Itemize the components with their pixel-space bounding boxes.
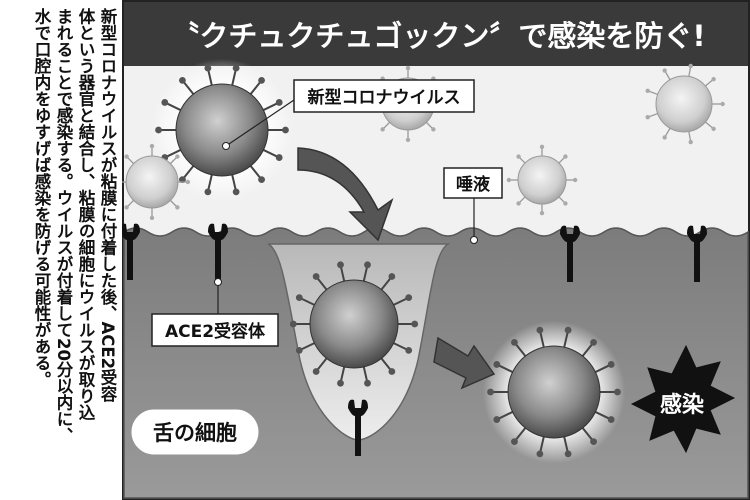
caption-line-4: 水で口腔内をゆすげば感染を防げる可能性がある。 <box>32 8 51 388</box>
saliva-leader-dot <box>470 236 478 244</box>
diagram-title: 〝クチュクチュゴックン〞で感染を防ぐ! <box>170 19 705 53</box>
caption-line-1: 新型コロナウイルスが粘膜に付着した後、ACE2受容 <box>98 8 117 403</box>
virus-leader <box>225 99 295 147</box>
receptor-leader-dot <box>214 278 222 286</box>
tongue-label-box <box>131 409 259 455</box>
receptor-3 <box>560 225 580 282</box>
receptor-1 <box>122 223 140 280</box>
title-bar <box>124 2 748 66</box>
infection-arrow <box>433 336 496 390</box>
saliva-label-box <box>443 167 503 199</box>
infection-diagram: 〝クチュクチュゴックン〞で感染を防ぐ! 感染 新型コロナウイルス 唾液 ACE2… <box>122 0 750 500</box>
entry-arrow <box>297 147 394 242</box>
receptor-4 <box>687 225 707 282</box>
caption-block: 新型コロナウイルスが粘膜に付着した後、ACE2受容 体という器官と結合し、粘膜の… <box>0 0 122 500</box>
receptor-pit <box>348 399 368 456</box>
virus-main-icon <box>150 58 294 202</box>
virus-entering-icon <box>289 261 419 387</box>
virus-bg-1-icon <box>122 143 191 221</box>
tongue-cell-label: 舌の細胞 <box>153 421 237 445</box>
caption-line-3: まれることで感染する。ウイルスが付着して20分以内に、 <box>54 8 73 444</box>
diagram-canvas: 〝クチュクチュゴックン〞で感染を防ぐ! 感染 新型コロナウイルス 唾液 ACE2… <box>122 0 750 500</box>
receptor-label: ACE2受容体 <box>165 321 266 342</box>
caption-line-2: 体という器官と結合し、粘膜の細胞にウイルスが取り込 <box>76 8 95 421</box>
virus-infecting-icon <box>482 320 626 464</box>
virus-leader-dot <box>222 142 230 150</box>
infection-label: 感染 <box>660 392 704 418</box>
infection-burst <box>630 344 736 454</box>
virus-layer <box>122 58 725 464</box>
receptor-2 <box>208 223 228 280</box>
receptor-label-box <box>151 313 279 347</box>
virus-bg-4-icon <box>645 63 725 145</box>
virus-label: 新型コロナウイルス <box>308 87 461 108</box>
saliva-label: 唾液 <box>456 174 490 195</box>
virus-bg-3-icon <box>506 144 578 216</box>
ace2-receptors <box>122 223 707 456</box>
virus-label-box <box>293 79 475 113</box>
